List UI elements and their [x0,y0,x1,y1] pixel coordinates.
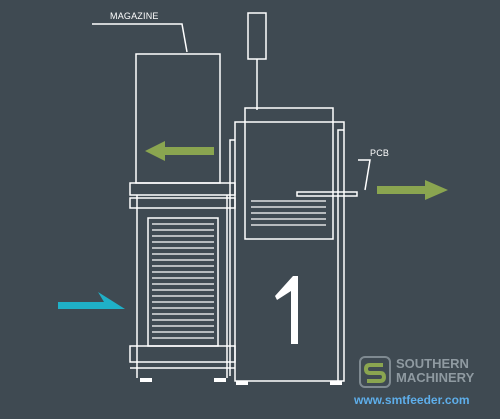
machine-feet [140,378,342,385]
magazine-label: MAGAZINE [110,11,159,21]
signal-tower [247,12,267,60]
pcb-board [296,191,358,197]
lift-up-arrow [275,276,298,344]
magazine-in-arrow [58,292,125,309]
southern-machinery-logo [359,356,391,388]
lift-box [244,107,334,240]
cabinet-rail-left [229,139,235,376]
cabinet-rail-right [337,129,344,381]
pcb-leader-line [358,159,371,191]
magazine-slots [152,223,214,339]
rack-upper-bar [129,197,236,209]
company-name-line1: SOUTHERN [396,356,469,371]
company-url: www.smtfeeder.com [354,393,470,407]
lift-slots [251,200,326,226]
loader-cabinet [234,121,345,382]
magazine-return-arrow [145,141,214,161]
pcb-out-arrow [377,180,448,200]
rack-base-bar [129,345,236,363]
rack-magazine-box [147,217,219,347]
company-name-line2: MACHINERY [396,370,475,385]
upper-magazine-box [135,53,221,184]
pcb-label: PCB [370,148,390,158]
magazine-leader-line [92,23,188,53]
rack-top-bar [129,182,236,196]
